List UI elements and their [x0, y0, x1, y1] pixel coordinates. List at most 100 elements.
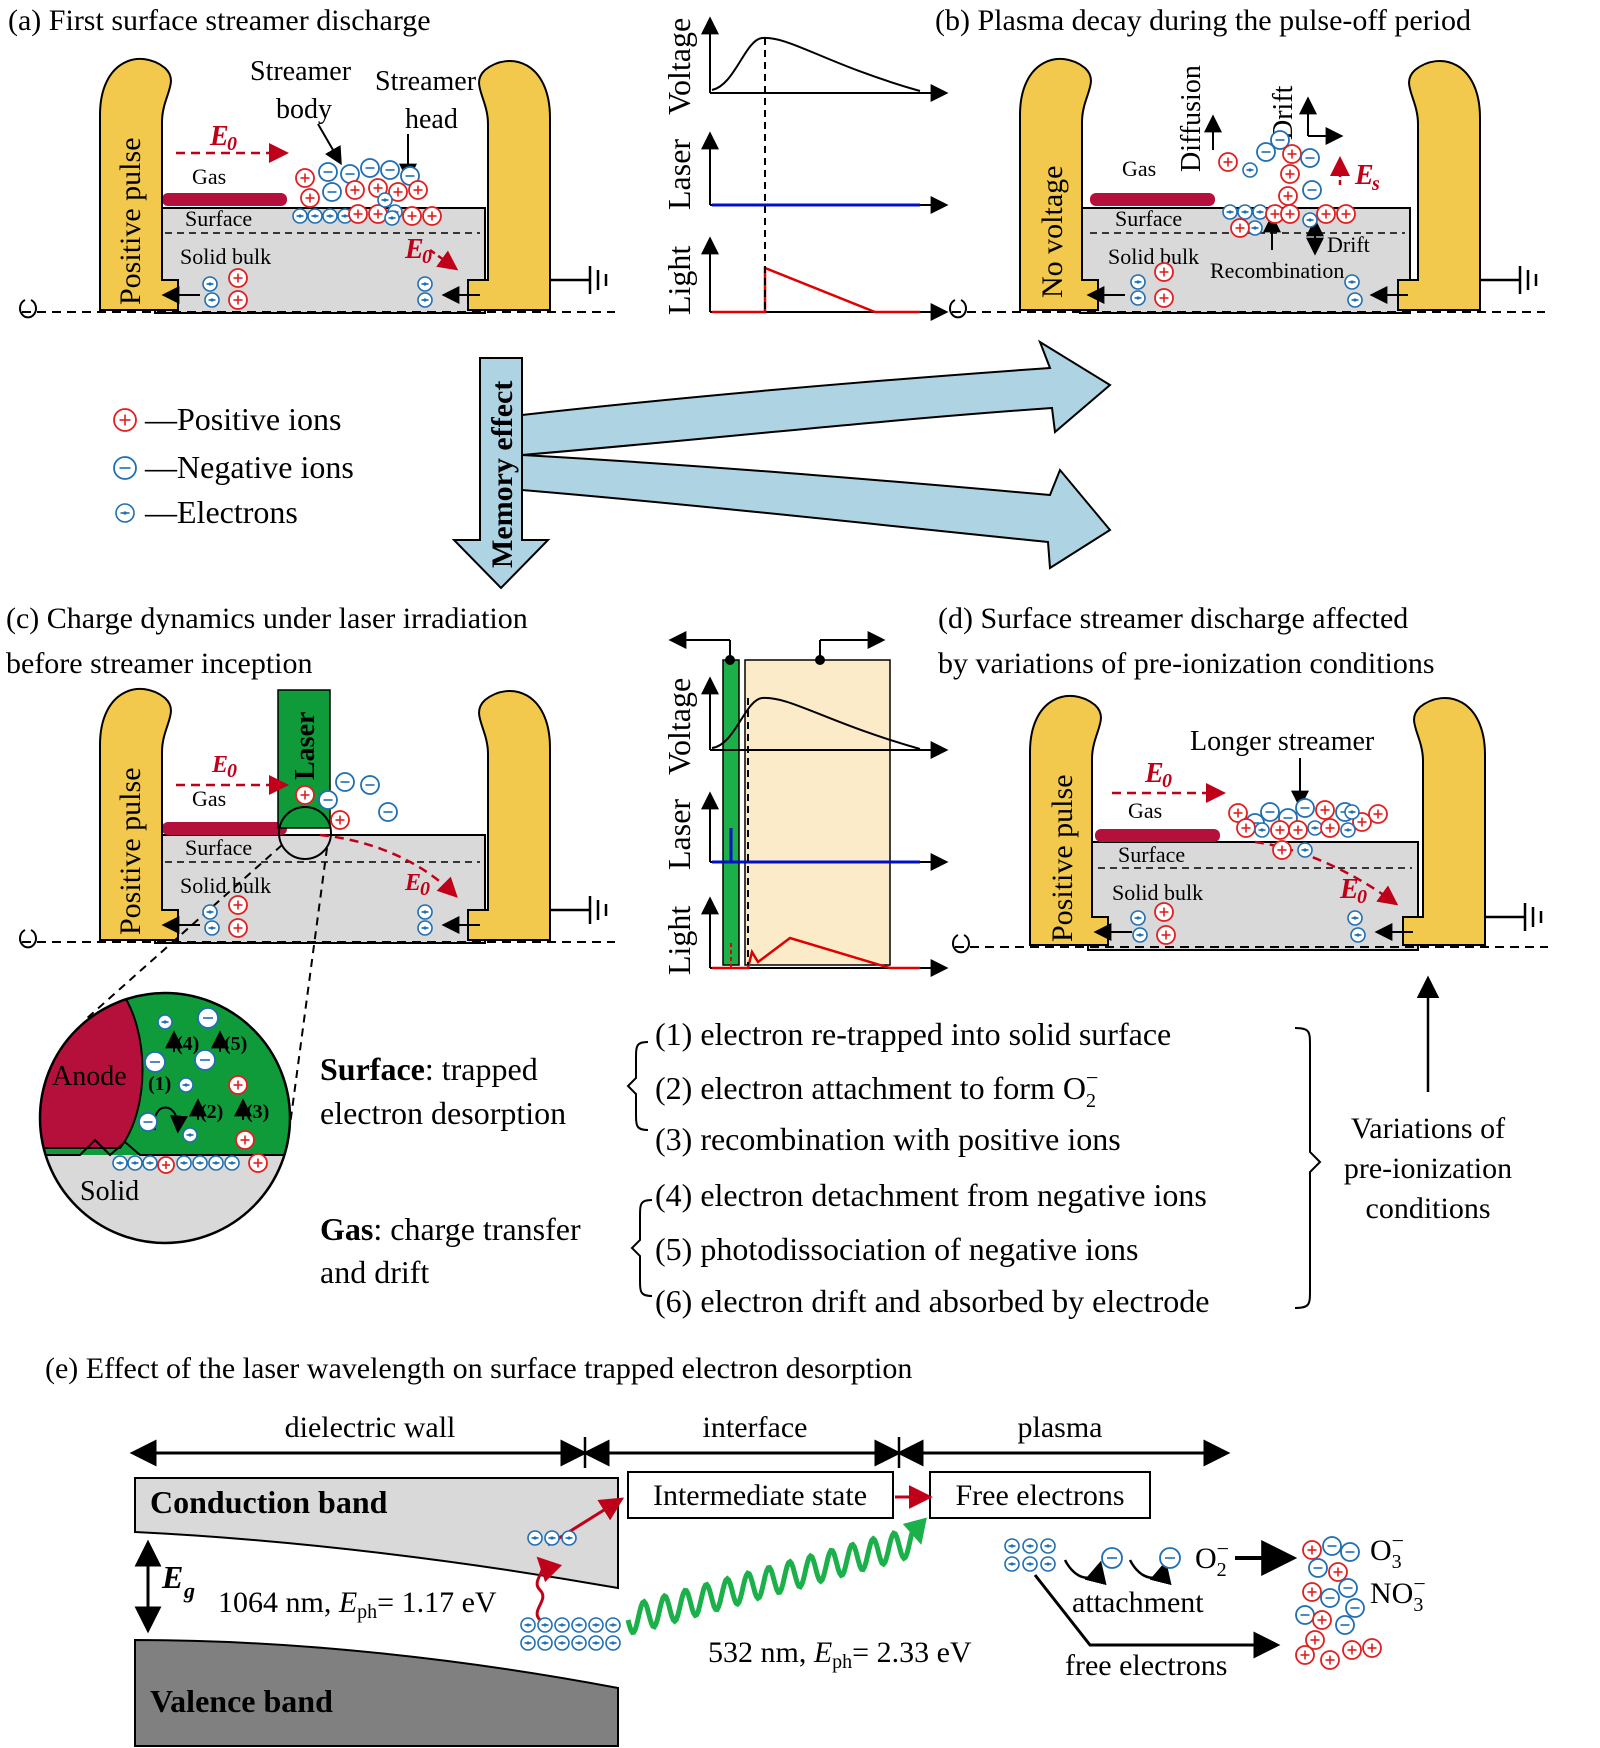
- negative-ion-icon: [1295, 798, 1315, 818]
- negative-ion-icon: [380, 160, 400, 180]
- svg-text:E: E: [161, 1559, 183, 1595]
- electron-icon: [417, 920, 433, 936]
- svg-text:Recombination: Recombination: [1210, 258, 1344, 283]
- svg-text:Gas: Gas: [192, 786, 226, 811]
- positive-ion-icon: [248, 1153, 268, 1173]
- positive-ion-icon: [1362, 1638, 1382, 1658]
- electron-icon: [142, 1155, 158, 1171]
- laser-window: [722, 659, 740, 966]
- electron-icon: [1344, 804, 1360, 820]
- electron-icon: [1252, 204, 1268, 220]
- svg-text:Surface: Surface: [185, 835, 252, 860]
- positive-ion-icon: [408, 180, 428, 200]
- svg-text:E: E: [404, 234, 424, 265]
- svg-text:532 nm, Eph= 2.33 eV: 532 nm, Eph= 2.33 eV: [708, 1636, 972, 1673]
- surface-charge-layer: [162, 193, 287, 206]
- svg-text:1064 nm, Eph= 1.17 eV: 1064 nm, Eph= 1.17 eV: [218, 1586, 497, 1623]
- legend: —Positive ions —Negative ions —Electrons: [113, 401, 354, 530]
- svg-text:Streamer: Streamer: [250, 56, 352, 87]
- svg-text:O2−: O2−: [1195, 1536, 1229, 1581]
- positive-ion-icon: [228, 1075, 248, 1095]
- intermediate-state-box: [627, 1471, 894, 1519]
- waveforms-middle: Voltage Laser Light: [661, 631, 949, 977]
- svg-text:E: E: [404, 870, 421, 896]
- electron-icon: [561, 1530, 577, 1546]
- electron-icon: [527, 1530, 543, 1546]
- negative-ion-icon: [360, 775, 380, 795]
- svg-text:O3−: O3−: [1370, 1528, 1404, 1573]
- positive-ion-icon: [228, 290, 248, 310]
- electron-icon: [1130, 290, 1146, 306]
- svg-text:0: 0: [420, 878, 430, 900]
- electron-icon: [202, 904, 218, 920]
- electron-icon: [1350, 927, 1366, 943]
- negative-ion-icon: [113, 456, 137, 480]
- negative-ion-icon: [197, 1007, 219, 1029]
- negative-ion-icon: [335, 772, 355, 792]
- electron-icon: [322, 208, 338, 224]
- negative-ion-icon: [1300, 148, 1320, 168]
- svg-text:Solid bulk: Solid bulk: [180, 244, 271, 269]
- electron-icon: [204, 292, 220, 308]
- svg-text:free electrons: free electrons: [1065, 1649, 1227, 1682]
- electrode-label: Positive pulse: [114, 137, 147, 305]
- electron-icon: [192, 1155, 208, 1171]
- positive-ion-icon: [1280, 164, 1300, 184]
- legend-negative: —Negative ions: [144, 449, 354, 485]
- positive-ion-icon: [368, 204, 388, 224]
- positive-ion-icon: [1320, 818, 1340, 838]
- electron-icon: [571, 1617, 587, 1633]
- negative-ion-icon: [194, 1049, 216, 1071]
- positive-ion-icon: [1336, 204, 1356, 224]
- positive-ion-icon: [1236, 818, 1256, 838]
- positive-ion-icon: [388, 182, 408, 202]
- positive-ion-icon: [228, 268, 248, 288]
- left-electrode: [99, 58, 179, 311]
- electron-icon: [544, 1530, 560, 1546]
- positive-ion-icon: [1270, 820, 1290, 840]
- electron-icon: [520, 1635, 536, 1651]
- svg-text:interface: interface: [703, 1411, 808, 1444]
- electron-icon: [1022, 1556, 1038, 1572]
- svg-text:Laser: Laser: [290, 712, 321, 780]
- negative-ion-icon: [1260, 802, 1280, 822]
- svg-text:plasma: plasma: [1018, 1411, 1103, 1444]
- svg-text:dielectric wall: dielectric wall: [285, 1411, 456, 1444]
- electron-icon: [1004, 1538, 1020, 1554]
- svg-text:Positive pulse: Positive pulse: [114, 767, 147, 935]
- negative-ion-icon: [1302, 180, 1322, 200]
- positive-ion-icon: [1295, 1645, 1315, 1665]
- svg-text:No voltage: No voltage: [1036, 166, 1069, 298]
- panel-c-title-1: (c) Charge dynamics under laser irradiat…: [6, 602, 528, 635]
- negative-ion-icon: [1345, 1598, 1365, 1618]
- svg-text:Streamer: Streamer: [375, 66, 477, 97]
- negative-ion-icon: [138, 1112, 158, 1132]
- positive-ion-icon: [1230, 218, 1250, 238]
- positive-ion-icon: [1156, 925, 1176, 945]
- zoom-circle: [278, 806, 332, 860]
- svg-text:(3): (3): [246, 1101, 269, 1123]
- positive-ion-icon: [295, 168, 315, 188]
- positive-ion-icon: [228, 918, 248, 938]
- electron-icon: [1022, 1538, 1038, 1554]
- negative-ion-icon: [1256, 142, 1276, 162]
- svg-text:0: 0: [1357, 886, 1367, 908]
- svg-text:(4): (4): [176, 1033, 199, 1055]
- electron-icon: [417, 292, 433, 308]
- electron-icon: [554, 1617, 570, 1633]
- positive-ion-icon: [228, 895, 248, 915]
- svg-text:Drift: Drift: [1327, 232, 1370, 257]
- svg-text:0: 0: [227, 133, 237, 155]
- electron-icon: [157, 1014, 173, 1030]
- panel-b-diagram: No voltage Gas Surface Solid bulk Recomb…: [949, 58, 1545, 319]
- svg-text:Gas: Gas: [1122, 156, 1156, 181]
- negative-ion-icon: [1159, 1547, 1181, 1569]
- process-4: (4) electron detachment from negative io…: [655, 1177, 1207, 1213]
- electron-icon: [605, 1635, 621, 1651]
- svg-text:electron desorption: electron desorption: [320, 1095, 566, 1131]
- svg-text:Conduction band: Conduction band: [150, 1484, 388, 1520]
- svg-text:Surface: Surface: [185, 206, 252, 231]
- positive-ion-icon: [1328, 1562, 1348, 1582]
- electron-icon: [1222, 204, 1238, 220]
